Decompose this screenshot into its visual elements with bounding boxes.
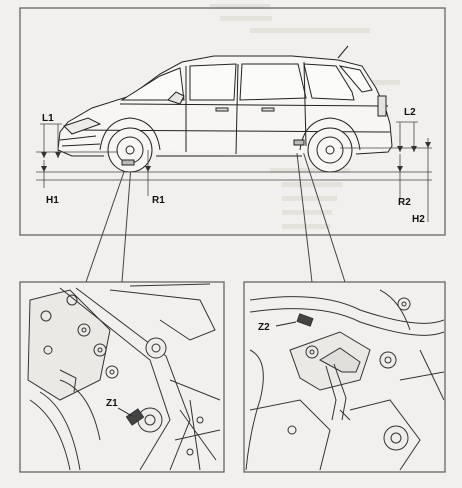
label-r2: R2	[398, 197, 411, 208]
label-z2: Z2	[258, 322, 270, 333]
rear-underbody-detail	[245, 289, 444, 471]
label-l1: L1	[42, 113, 54, 124]
minivan-side-view	[57, 45, 393, 173]
detail-leader-lines	[85, 144, 346, 283]
label-l2: L2	[404, 107, 416, 118]
z2-leader	[275, 321, 297, 327]
label-h2: H2	[412, 214, 425, 225]
label-h1: H1	[46, 195, 59, 206]
label-z1: Z1	[106, 398, 118, 409]
dimension-lines	[36, 121, 432, 222]
vehicle-frame	[19, 7, 446, 236]
front-underbody-detail	[27, 283, 221, 471]
z1-leader	[117, 407, 133, 417]
dimension-arrows	[41, 142, 431, 172]
label-r1: R1	[152, 195, 165, 206]
